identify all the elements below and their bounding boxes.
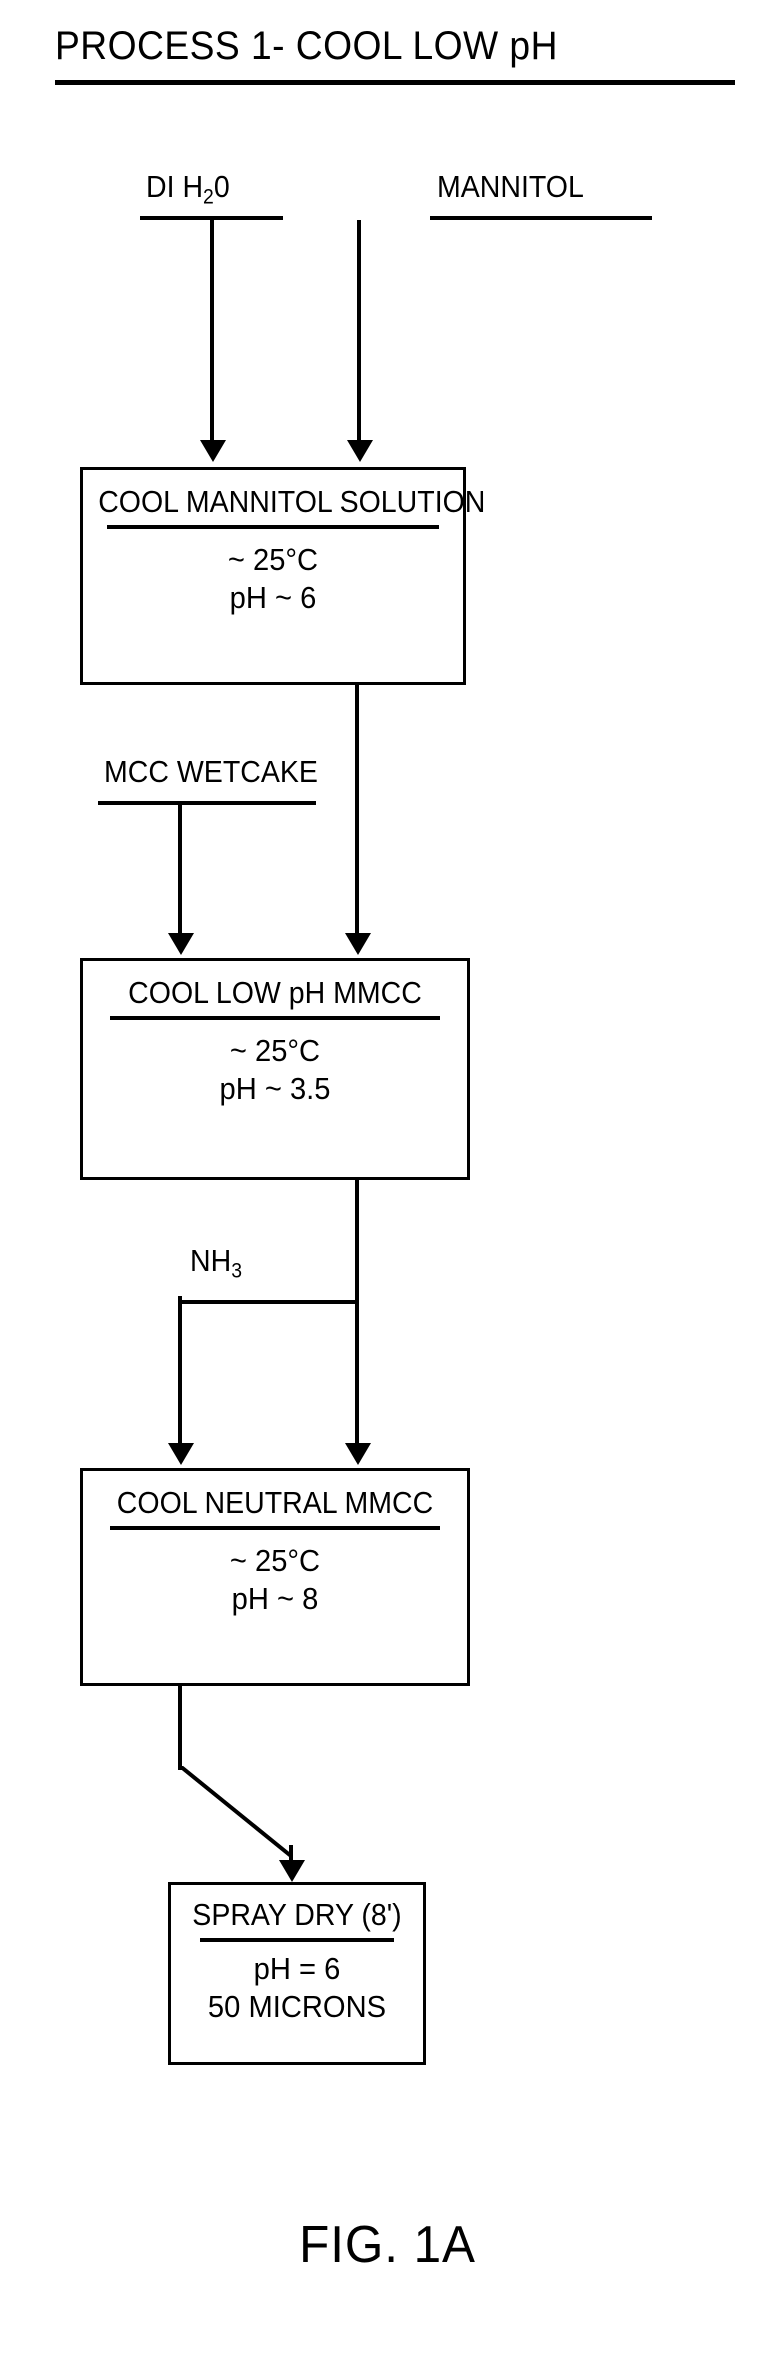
- input-label-mannitol: MANNITOL: [437, 170, 584, 204]
- input-label-mannitol-text: MANNITOL: [437, 169, 584, 204]
- connector-mannitol-to-box1: [357, 220, 361, 442]
- input-label-di-water: DI H20: [146, 170, 230, 214]
- process-detail-temperature-cool-low-ph-mmcc: ~ 25°C: [229, 1033, 321, 1068]
- connector-box1-to-box2: [355, 685, 359, 935]
- figure-title: PROCESS 1- COOL LOW pH: [55, 24, 558, 68]
- process-heading-cool-mannitol-solution: COOL MANNITOL SOLUTION: [98, 484, 486, 519]
- process-heading-underline-cool-neutral-mmcc: [110, 1526, 440, 1530]
- process-box-cool-neutral-mmcc[interactable]: COOL NEUTRAL MMCC ~ 25°C pH ~ 8: [80, 1468, 470, 1686]
- process-heading-cool-neutral-mmcc: COOL NEUTRAL MMCC: [116, 1485, 434, 1520]
- process-heading-underline-spray-dry: [200, 1938, 394, 1942]
- input-label-mcc-wetcake-text: MCC WETCAKE: [104, 754, 318, 789]
- input-label-di-water-tail: 0: [213, 169, 230, 204]
- process-heading-underline-cool-low-ph-mmcc: [110, 1016, 440, 1020]
- arrowhead-ammonia-to-box3: [168, 1443, 194, 1465]
- process-detail-particle-size-spray-dry: 50 MICRONS: [207, 1989, 387, 2024]
- arrowhead-box2-to-box3: [345, 1443, 371, 1465]
- arrowhead-box3-to-box4: [279, 1860, 305, 1882]
- process-heading-cool-low-ph-mmcc: COOL LOW pH MMCC: [128, 975, 422, 1010]
- input-label-di-water-text: DI H: [146, 169, 204, 204]
- input-label-mcc-wetcake: MCC WETCAKE: [104, 755, 318, 789]
- input-underline-di-water: [140, 216, 283, 220]
- process-detail-ph-cool-low-ph-mmcc: pH ~ 3.5: [219, 1071, 331, 1106]
- process-detail-temperature-cool-mannitol-solution: ~ 25°C: [227, 542, 319, 577]
- process-detail-ph-cool-mannitol-solution: pH ~ 6: [229, 580, 317, 615]
- arrowhead-mcc-wetcake-to-box2: [168, 933, 194, 955]
- input-label-ammonia-text: NH: [190, 1243, 232, 1278]
- input-label-ammonia: NH3: [190, 1244, 242, 1288]
- process-box-cool-low-ph-mmcc[interactable]: COOL LOW pH MMCC ~ 25°C pH ~ 3.5: [80, 958, 470, 1180]
- process-box-spray-dry[interactable]: SPRAY DRY (8') pH = 6 50 MICRONS: [168, 1882, 426, 2065]
- connector-box3-to-box4-diagonal: [178, 1764, 298, 1858]
- figure-title-underline: [55, 80, 735, 85]
- connector-box3-stem: [178, 1686, 182, 1770]
- process-detail-ph-spray-dry: pH = 6: [253, 1951, 341, 1986]
- arrowhead-di-water-to-box1: [200, 440, 226, 462]
- process-detail-ph-cool-neutral-mmcc: pH ~ 8: [231, 1581, 319, 1616]
- process-box-cool-mannitol-solution[interactable]: COOL MANNITOL SOLUTION ~ 25°C pH ~ 6: [80, 467, 486, 685]
- connector-mcc-wetcake-to-box2: [178, 805, 182, 935]
- input-underline-mcc-wetcake: [98, 801, 316, 805]
- input-label-di-water-sub: 2: [203, 185, 214, 209]
- input-label-ammonia-sub: 3: [231, 1259, 242, 1283]
- input-underline-ammonia: [180, 1300, 359, 1304]
- connector-ammonia-to-box3: [178, 1296, 182, 1446]
- process-heading-spray-dry: SPRAY DRY (8'): [192, 1897, 402, 1932]
- arrowhead-mannitol-to-box1: [347, 440, 373, 462]
- input-underline-mannitol: [430, 216, 652, 220]
- process-detail-temperature-cool-neutral-mmcc: ~ 25°C: [229, 1543, 321, 1578]
- process-heading-underline-cool-mannitol-solution: [107, 525, 439, 529]
- connector-diagonal-svg: [178, 1764, 293, 1858]
- connector-di-water-to-box1: [210, 220, 214, 442]
- arrowhead-box1-to-box2: [345, 933, 371, 955]
- connector-box2-to-box3: [355, 1180, 359, 1445]
- figure-caption: FIG. 1A: [299, 2216, 476, 2274]
